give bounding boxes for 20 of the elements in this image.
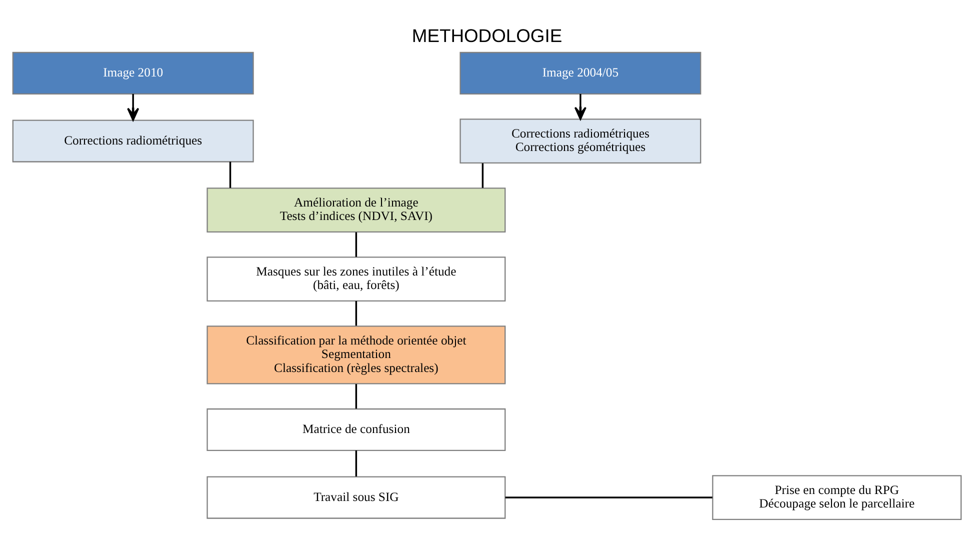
node-box: Travail sous SIG: [206, 476, 506, 519]
connector: [229, 162, 232, 188]
node-box: Corrections radiométriques Corrections géométriques: [460, 118, 702, 164]
connector: [355, 384, 358, 409]
node-box: Masques sur les zones inutiles à l’étude (bâti, eau, forêts): [206, 256, 506, 302]
node-box: Prise en compte du RPG Découpage selon le parcellaire: [712, 475, 962, 520]
node-box: Matrice de confusion: [206, 408, 506, 451]
node-box: Image 2004/05: [460, 52, 702, 94]
diagram-title: METHODOLOGIE: [412, 24, 562, 46]
node-box: Image 2010: [12, 52, 254, 94]
connector: [355, 232, 358, 257]
node-box: Amélioration de l’image Tests d’indices (NDVI, SAVI): [206, 188, 506, 232]
node-box: Corrections radiométriques: [12, 120, 254, 162]
connector: [355, 450, 358, 476]
connector: [482, 163, 484, 188]
connector: [355, 301, 358, 326]
connector: [505, 496, 712, 498]
node-box: Classification par la méthode orientée objet Segmentation Classification (règles spectrales): [206, 326, 506, 384]
arrow: [127, 94, 140, 121]
arrow: [574, 94, 586, 120]
